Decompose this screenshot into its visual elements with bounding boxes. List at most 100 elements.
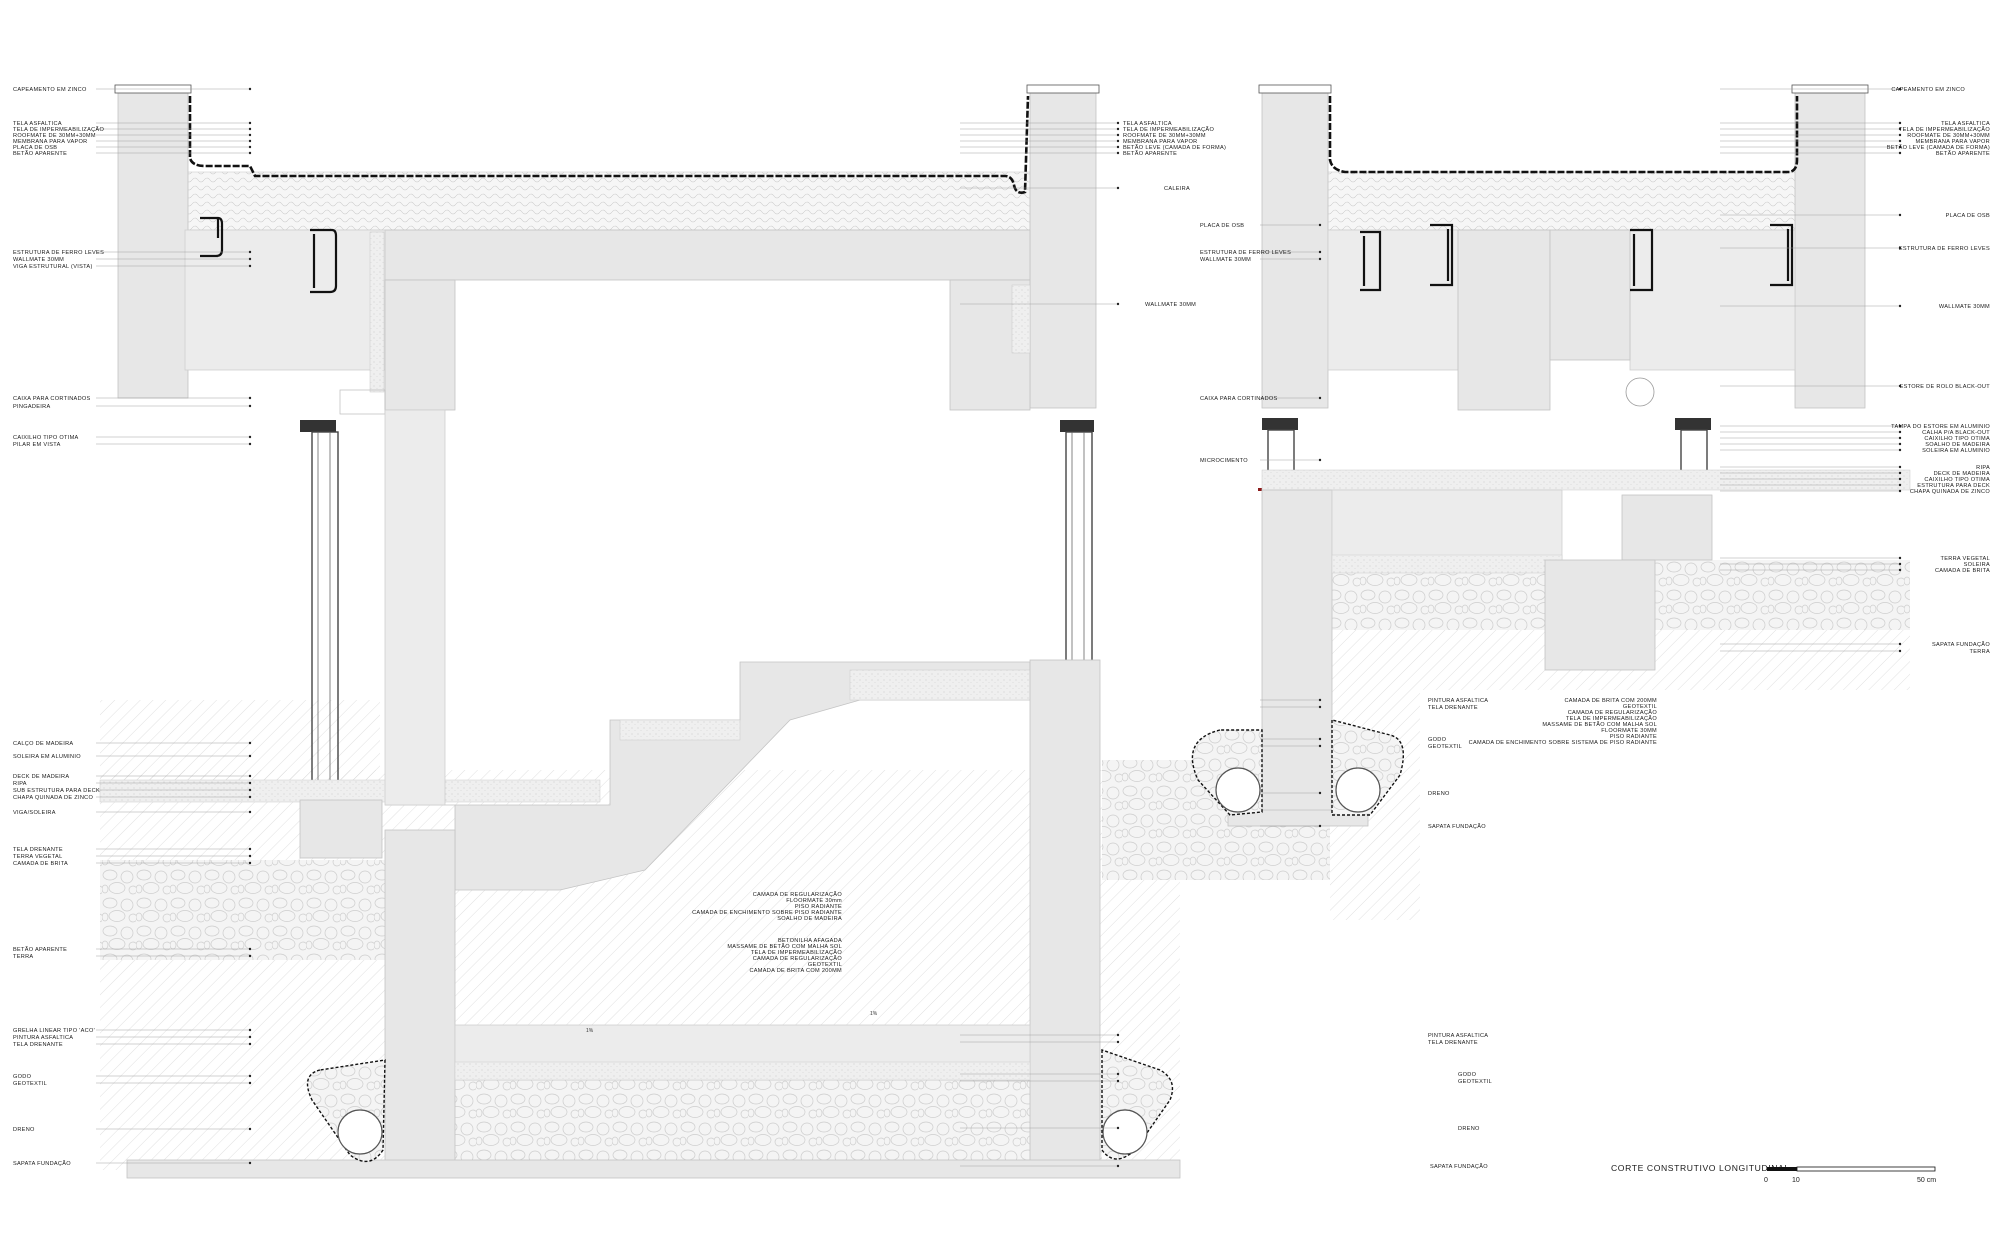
label: CHAPA QUINADA DE ZINCO — [13, 795, 94, 801]
drain-pipe-right-a — [1215, 767, 1261, 813]
leader-dot — [1116, 1164, 1120, 1168]
leader-dot — [248, 854, 252, 858]
sill-beam-right — [1621, 494, 1713, 561]
label: SAPATA FUNDAÇÃO — [1932, 641, 1990, 648]
gravel-bed-left — [100, 860, 390, 960]
roof-slab — [384, 229, 1031, 281]
leader-dot — [1116, 1126, 1120, 1130]
leader-dot — [248, 754, 252, 758]
label: CALÇO DE MADEIRA — [13, 741, 73, 747]
leader-dot — [1898, 145, 1902, 149]
label: MEMBRANA PARA VAPOR — [13, 139, 88, 145]
zinc-cap-right-1 — [1258, 84, 1332, 94]
label: CAPEAMENTO EM ZINCO — [1891, 87, 1965, 93]
curtain-box — [339, 389, 386, 415]
leader-dot — [1116, 1079, 1120, 1083]
blackout-roller — [1625, 377, 1655, 407]
label: FLOORMATE 30mm — [786, 898, 842, 904]
leader-dot — [1898, 430, 1902, 434]
leader-dot — [1116, 139, 1120, 143]
leader-dot — [1318, 744, 1322, 748]
label: CALEIRA — [1164, 186, 1190, 192]
floor-finish-lower — [454, 1061, 1031, 1081]
leader-dot — [1898, 127, 1902, 131]
label: FLOORMATE 30MM — [1601, 728, 1657, 734]
leader-dot — [248, 741, 252, 745]
label: SAPATA FUNDAÇÃO — [1428, 823, 1486, 830]
beam-left — [184, 229, 386, 371]
leader-dot — [248, 442, 252, 446]
label: SOALHO DE MADEIRA — [1925, 442, 1990, 448]
drain-pipe-left — [337, 1109, 383, 1155]
leader-dot — [1318, 737, 1322, 741]
leader-dot — [1898, 642, 1902, 646]
label: RIPA — [13, 781, 27, 787]
labels-second-left: PLACA DE OSB ESTRUTURA DE FERRO LEVES WA… — [1200, 223, 1488, 830]
label: ESTRUTURA DE FERRO LEVES — [13, 250, 104, 256]
roof-waterproofing — [188, 95, 1030, 194]
lintel-right-b — [1549, 229, 1631, 361]
label: CAIXA PARA CORTINADOS — [1200, 396, 1278, 402]
label: PINTURA ASFALTICA — [1428, 1033, 1488, 1039]
wall-right-a — [1261, 489, 1333, 821]
leader-dot — [1116, 186, 1120, 190]
label: TELA DRENANTE — [1428, 1040, 1478, 1046]
label: CAIXILHO TIPO OTIMA — [1924, 436, 1990, 442]
label: CAMADA DE BRITA — [1935, 568, 1990, 574]
leader-dot — [1898, 121, 1902, 125]
leader-dot — [1116, 1072, 1120, 1076]
labels-right-column: CAPEAMENTO EM ZINCO TELA ASFALTICA TELA … — [1887, 87, 1990, 655]
leader-dot — [248, 145, 252, 149]
scale-bar: 0 10 50 cm — [1764, 1166, 1936, 1184]
leader-dot — [248, 1127, 252, 1131]
label: TELA DE IMPERMEABILIZAÇÃO — [751, 949, 842, 956]
beam-right-b — [1629, 229, 1796, 371]
label: DRENO — [1458, 1126, 1480, 1132]
leader-dot — [1318, 257, 1322, 261]
steel-profile-4 — [1430, 223, 1454, 287]
steel-profile-6 — [1770, 223, 1794, 287]
label: DRENO — [13, 1127, 35, 1133]
labels-left-column: CAPEAMENTO EM ZINCO TELA ASFALTICA TELA … — [13, 87, 104, 1167]
steel-profile-2 — [310, 228, 338, 294]
leader-dot — [1898, 424, 1902, 428]
label: PLACA DE OSB — [13, 145, 57, 151]
leader-dot — [248, 1042, 252, 1046]
label: BETÃO APARENTE — [13, 946, 67, 953]
label: BETÃO APARENTE — [1936, 150, 1990, 157]
slope-label: 1% — [870, 1011, 878, 1017]
label: CAMADA DE REGULARIZAÇÃO — [753, 955, 843, 962]
roof-insulation — [184, 171, 1031, 231]
stair-flight — [619, 719, 741, 741]
label: GODO — [13, 1074, 32, 1080]
pillar-view — [384, 409, 446, 806]
label: ESTRUTURA DE FERRO LEVES — [1899, 246, 1990, 252]
parapet-right — [1029, 87, 1097, 409]
label: TERRA — [1970, 649, 1990, 655]
label: PINGADEIRA — [13, 404, 51, 410]
drawing-title: CORTE CONSTRUTIVO LONGITUDINAL — [1611, 1163, 1790, 1173]
label: TERRA — [13, 954, 33, 960]
leader-dot — [248, 435, 252, 439]
labels-center-a: CAMADA DE REGULARIZAÇÃO FLOORMATE 30mm P… — [692, 891, 842, 922]
leader-dot — [1116, 1033, 1120, 1037]
ceiling-board — [369, 231, 385, 393]
label: CAMADA DE BRITA COM 200MM — [749, 968, 842, 974]
parapet-left — [117, 87, 189, 399]
label: TELA DRENANTE — [13, 847, 63, 853]
label: ROOFMATE DE 30MM+30MM — [1907, 133, 1990, 139]
leader-dot — [248, 861, 252, 865]
label: PISO RADIANTE — [795, 904, 842, 910]
label: SUB ESTRUTURA PARA DECK — [13, 788, 100, 794]
leader-dot — [1898, 568, 1902, 572]
leader-dot — [248, 257, 252, 261]
leader-dot — [248, 774, 252, 778]
label: CALHA P/A BLACK-OUT — [1922, 430, 1990, 436]
label: SOLEIRA EM ALUMINIO — [1922, 448, 1990, 454]
label: PINTURA ASFALTICA — [13, 1035, 73, 1041]
leader-dot — [1898, 213, 1902, 217]
leader-dot — [248, 795, 252, 799]
leader-dot — [248, 139, 252, 143]
label: TELA ASFALTICA — [1941, 121, 1990, 127]
